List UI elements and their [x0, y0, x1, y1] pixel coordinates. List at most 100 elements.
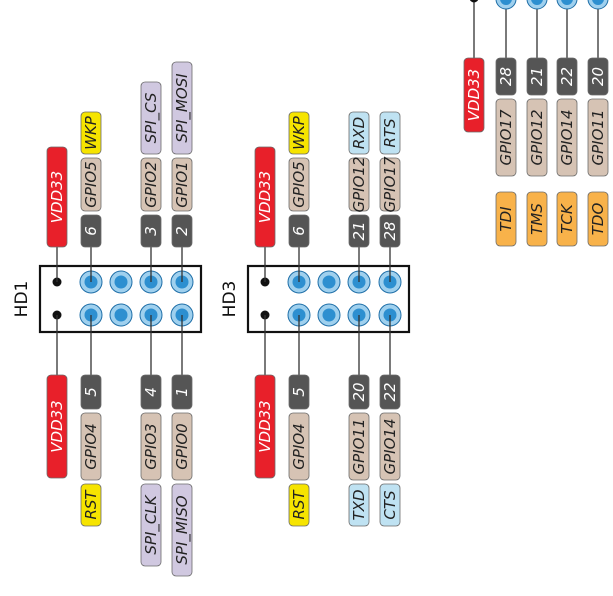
pin-number: 1: [171, 374, 193, 410]
pin-number-text: 22: [381, 382, 399, 401]
vdd-label-text: VDD33: [256, 171, 274, 223]
header-pin-core: [114, 275, 128, 289]
pin-number-box: [288, 214, 310, 248]
function-label: TDO: [587, 191, 609, 247]
function-label-box: [80, 483, 102, 527]
pin-number: 28: [495, 57, 517, 96]
function-label-box: [556, 191, 578, 247]
gpio-label: GPIO17: [495, 98, 517, 177]
gpio-label-box: [288, 412, 310, 481]
gpio-label-box: [379, 157, 401, 212]
function-label-text: SPI_CLK: [142, 494, 161, 554]
pin-number-box: [171, 214, 193, 248]
function-label: TXD: [348, 483, 370, 527]
pin-number: 21: [348, 214, 370, 248]
gpio-label-box: [526, 98, 548, 177]
function-label: TDI: [495, 191, 517, 247]
vdd-label-text: VDD33: [256, 400, 274, 452]
gpio-label: GPIO14: [379, 412, 401, 481]
pin-number-box: [348, 214, 370, 248]
pin-number-box: [587, 57, 609, 96]
function-label-text: RST: [290, 489, 308, 520]
pin-number: 20: [587, 57, 609, 96]
vdd-label: VDD33: [254, 146, 276, 248]
pin-number: 22: [556, 57, 578, 96]
function-label: RXD: [348, 111, 370, 155]
gpio-label: GPIO17: [379, 156, 401, 213]
gpio-label: GPIO5: [288, 157, 310, 212]
gpio-label: GPIO4: [288, 412, 310, 481]
function-label-box: [348, 483, 370, 527]
function-label-text: SPI_MOSI: [173, 73, 192, 143]
gpio-label-text: GPIO12: [528, 110, 546, 166]
pin-number: 20: [348, 374, 370, 410]
pin-number: 4: [140, 374, 162, 410]
gpio-label-text: GPIO3: [142, 423, 160, 469]
function-label: WKP: [288, 111, 310, 155]
function-label-box: [171, 483, 193, 577]
gpio-label-text: GPIO0: [173, 423, 191, 469]
gpio-label-box: [348, 157, 370, 212]
pin-number-text: 6: [82, 226, 100, 236]
gpio-label: GPIO4: [80, 412, 102, 481]
header-pin-core: [561, 0, 573, 5]
gpio-label-text: GPIO4: [290, 423, 308, 469]
gpio-label-text: GPIO5: [290, 161, 308, 207]
pin-number: 5: [80, 374, 102, 410]
pin-number-text: 21: [528, 67, 546, 86]
function-label-text: TDI: [497, 206, 515, 232]
pin-number-box: [171, 374, 193, 410]
pin-number-text: 22: [558, 67, 576, 86]
gpio-label-box: [288, 157, 310, 212]
gpio-label-box: [556, 98, 578, 177]
gpio-label: GPIO2: [140, 157, 162, 212]
function-label: SPI_CS: [140, 81, 162, 155]
gpio-label-text: GPIO14: [558, 110, 576, 166]
gpio-label-text: GPIO2: [142, 161, 160, 207]
gpio-label: GPIO11: [348, 412, 370, 481]
vdd-label-box: [46, 146, 68, 248]
gpio-label: GPIO3: [140, 412, 162, 481]
gpio-label: GPIO12: [348, 157, 370, 213]
header-pin-core: [592, 0, 604, 5]
function-label-box: [587, 191, 609, 247]
header-pin-core: [114, 308, 128, 322]
gpio-label-box: [140, 157, 162, 212]
header-pin-core: [322, 275, 336, 289]
function-label-text: SPI_CS: [142, 92, 161, 143]
function-label: WKP: [80, 111, 102, 155]
pin-number-box: [526, 57, 548, 96]
function-label: RST: [288, 483, 310, 527]
pin-number-text: 20: [589, 67, 607, 86]
function-label-box: [288, 111, 310, 155]
vdd-label: VDD33: [46, 374, 68, 479]
gpio-label: GPIO12: [526, 98, 548, 177]
vdd-label-text: VDD33: [48, 400, 66, 452]
function-label-box: [526, 191, 548, 247]
function-label-text: WKP: [290, 115, 308, 150]
gpio-label-box: [348, 412, 370, 481]
function-label-box: [379, 483, 401, 527]
pin-number: 6: [80, 214, 102, 248]
header-pin-core: [500, 0, 512, 5]
pin-number-text: 5: [82, 387, 100, 397]
function-label: TCK: [556, 191, 578, 247]
vdd-label: VDD33: [254, 374, 276, 479]
function-label-box: [379, 111, 401, 155]
pin-number-box: [140, 214, 162, 248]
pin-number-text: 21: [350, 221, 368, 240]
gpio-label-text: GPIO5: [82, 161, 100, 207]
pin-number: 3: [140, 214, 162, 248]
vdd-pin: [469, 0, 479, 3]
pin-number-box: [379, 214, 401, 248]
pin-number: 22: [379, 374, 401, 410]
function-label-text: TXD: [350, 490, 368, 521]
gpio-label-box: [587, 98, 609, 177]
pin-number-text: 28: [381, 221, 399, 240]
function-label-text: RXD: [350, 117, 368, 149]
pin-number-box: [556, 57, 578, 96]
pin-number-box: [80, 374, 102, 410]
vdd-label: VDD33: [46, 146, 68, 248]
gpio-label: GPIO11: [587, 98, 609, 177]
